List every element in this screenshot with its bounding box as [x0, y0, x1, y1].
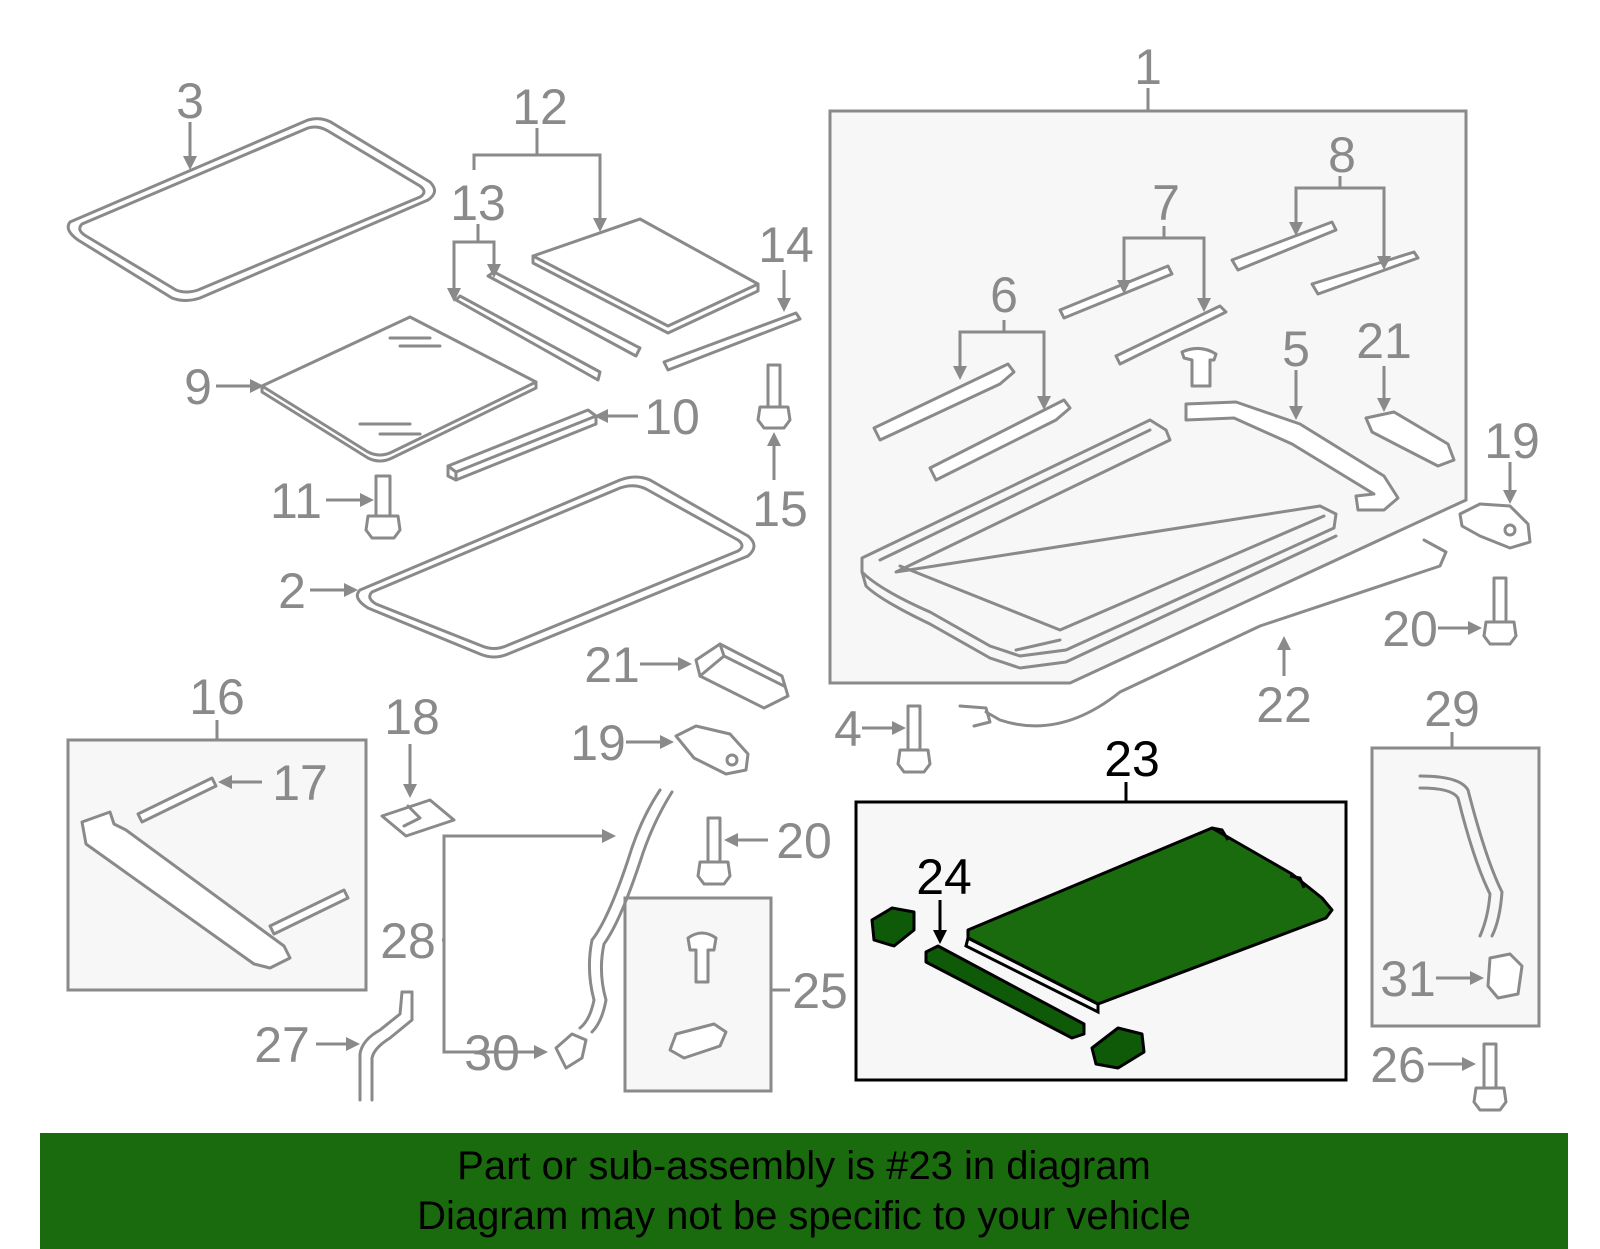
part-21-bracket-left	[694, 642, 790, 710]
callout-5: 5	[1282, 321, 1310, 377]
callout-4: 4	[834, 701, 862, 757]
callout-22: 22	[1256, 677, 1312, 733]
banner-line-2: Diagram may not be specific to your vehi…	[417, 1194, 1191, 1238]
part-6-rails	[872, 362, 1072, 482]
callout-25: 25	[792, 963, 848, 1019]
callout-19-right: 19	[1484, 413, 1540, 469]
part-21-bracket-right	[1364, 410, 1456, 468]
callout-27: 27	[254, 1017, 310, 1073]
callout-28: 28	[380, 913, 436, 969]
callout-24: 24	[916, 849, 972, 905]
part-7-rails	[1058, 264, 1228, 366]
part-19-motor-left	[674, 724, 750, 776]
callout-23: 23	[1104, 731, 1160, 787]
part-17-rods	[136, 776, 350, 936]
part-9-glass	[260, 315, 538, 463]
callout-12: 12	[512, 79, 568, 135]
part-8-rails	[1230, 220, 1420, 296]
callout-14: 14	[758, 217, 814, 273]
part-24-bar	[924, 944, 1086, 1040]
callout-18: 18	[384, 689, 440, 745]
part-31-clip	[1486, 952, 1524, 1000]
callout-29: 29	[1424, 681, 1480, 737]
part-19-motor-right	[1458, 502, 1532, 550]
part-20-bolt-right	[1482, 576, 1518, 646]
callout-6: 6	[990, 267, 1018, 323]
part-23-sunshade	[964, 826, 1334, 1015]
part-16-bracket	[80, 810, 292, 970]
part-15-bolt	[756, 363, 792, 430]
callout-1: 1	[1134, 39, 1162, 95]
callout-17: 17	[272, 755, 328, 811]
callout-7: 7	[1152, 175, 1180, 231]
callout-9: 9	[184, 359, 212, 415]
part-25-fastener	[668, 931, 728, 1060]
callout-10: 10	[644, 389, 700, 445]
callout-13: 13	[450, 175, 506, 231]
part-30-connector	[554, 1032, 588, 1070]
info-banner: Part or sub-assembly is #23 in diagram D…	[40, 1133, 1568, 1249]
part-23-end-caps	[870, 906, 1146, 1070]
part-29-hose	[1418, 774, 1504, 938]
part-22-cable	[958, 538, 1448, 728]
callout-8: 8	[1328, 127, 1356, 183]
part-3-seal	[66, 117, 436, 302]
part-4-bolt	[896, 704, 932, 774]
callout-15: 15	[752, 481, 808, 537]
callout-3: 3	[176, 73, 204, 129]
part-18-clip	[380, 798, 456, 838]
callout-20-center: 20	[776, 813, 832, 869]
assembly-1-box	[828, 109, 1468, 685]
part-2-seal	[355, 475, 756, 659]
part-10-bar	[446, 408, 598, 482]
callout-21-left: 21	[584, 637, 640, 693]
callout-20-right: 20	[1382, 601, 1438, 657]
callout-30: 30	[464, 1025, 520, 1081]
part-1-frame	[860, 418, 1338, 670]
part-26-bolt	[1472, 1042, 1508, 1112]
part-28-hose	[578, 788, 674, 1034]
callout-2: 2	[278, 563, 306, 619]
callout-21-right: 21	[1356, 313, 1412, 369]
part-11-bolt	[364, 474, 402, 540]
assembly-25-box	[623, 896, 773, 1093]
part-5-rail	[1184, 400, 1400, 512]
part-20-bolt-center	[696, 816, 732, 886]
callout-19-left: 19	[570, 715, 626, 771]
part-12-panel	[531, 217, 760, 335]
part-27-hose	[358, 990, 414, 1102]
part-1-pin	[1180, 347, 1218, 388]
part-14-strip	[662, 311, 802, 372]
callout-16: 16	[189, 669, 245, 725]
banner-line-1: Part or sub-assembly is #23 in diagram	[457, 1144, 1151, 1188]
part-13-strips	[454, 270, 642, 382]
callout-26: 26	[1370, 1037, 1426, 1093]
callout-31: 31	[1380, 951, 1436, 1007]
callout-11: 11	[270, 473, 322, 529]
